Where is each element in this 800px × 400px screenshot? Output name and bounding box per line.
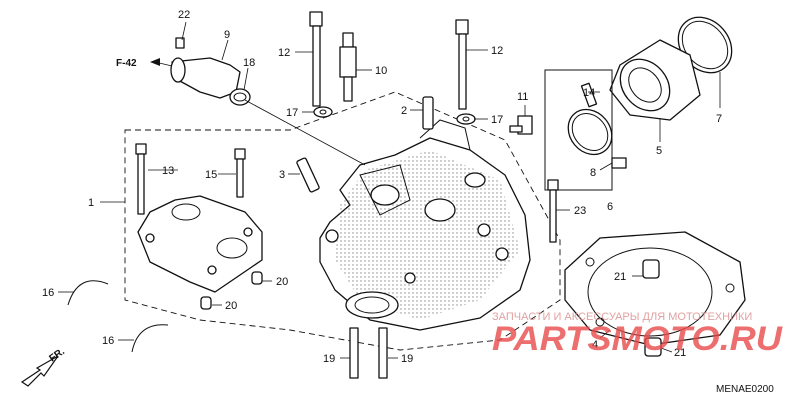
dowel-pin <box>200 271 263 310</box>
callout-4: 4 <box>592 339 598 351</box>
spark-plug <box>339 32 357 102</box>
callout-11: 11 <box>517 91 528 103</box>
reference-label: F-42 <box>116 58 137 69</box>
camshaft-holder <box>137 195 263 293</box>
washer <box>313 106 476 125</box>
callout-3: 3 <box>279 169 285 181</box>
callout-8: 8 <box>590 167 596 179</box>
leader-lines <box>58 21 721 359</box>
callout-20b: 20 <box>225 300 237 312</box>
callout-5: 5 <box>656 145 662 157</box>
watermark-tagline: ЗАПЧАСТИ И АКСЕССУАРЫ ДЛЯ МОТОТЕХНИКИ <box>492 311 752 323</box>
stud-bolt <box>349 327 388 379</box>
callout-15: 15 <box>205 169 217 181</box>
water-outlet <box>170 37 251 106</box>
callout-19b: 19 <box>401 353 413 365</box>
callout-22: 22 <box>178 9 190 21</box>
watermark: ЗАПЧАСТИ И АКСЕССУАРЫ ДЛЯ МОТОТЕХНИКИ PA… <box>492 311 784 358</box>
callout-12a: 12 <box>278 47 290 59</box>
callout-20a: 20 <box>276 276 288 288</box>
diagram-code: MENAE0200 <box>716 384 774 395</box>
callout-2: 2 <box>401 105 407 117</box>
callout-16a: 16 <box>42 287 54 299</box>
cylinder-head-bolt <box>309 11 469 110</box>
callout-9: 9 <box>224 29 230 41</box>
watermark-logo: PARTSMOTO.RU <box>492 320 784 358</box>
callout-17a: 17 <box>286 107 298 119</box>
callout-18: 18 <box>243 57 255 69</box>
callout-16b: 16 <box>102 335 114 347</box>
cylinder-head <box>319 119 531 331</box>
temperature-sensor <box>509 115 533 135</box>
callout-10: 10 <box>375 65 387 77</box>
retaining-clip <box>67 280 169 353</box>
cylinder-head-gasket <box>564 231 746 346</box>
dowel-pin <box>642 259 662 357</box>
front-direction-indicator: FR. <box>20 346 67 387</box>
callout-19a: 19 <box>323 353 335 365</box>
bolt <box>135 143 246 215</box>
callout-labels: 1 2 3 4 5 6 7 8 9 10 11 12 12 13 14 15 1… <box>42 9 722 365</box>
bolt <box>547 179 559 243</box>
callout-6: 6 <box>607 201 613 213</box>
callout-23: 23 <box>574 205 586 217</box>
arrow-icon <box>150 58 160 66</box>
valve-guide <box>296 96 434 193</box>
callout-21a: 21 <box>614 271 626 283</box>
callout-7: 7 <box>716 113 722 125</box>
intake-insulator <box>567 16 733 169</box>
callout-12b: 12 <box>491 45 503 57</box>
callout-14: 14 <box>583 87 595 99</box>
reference-f42: F-42 <box>116 58 160 69</box>
callout-17b: 17 <box>491 114 503 126</box>
callout-21b: 21 <box>674 347 686 359</box>
callout-13: 13 <box>162 165 174 177</box>
front-arrow-icon <box>20 355 59 387</box>
callout-1: 1 <box>88 197 94 209</box>
